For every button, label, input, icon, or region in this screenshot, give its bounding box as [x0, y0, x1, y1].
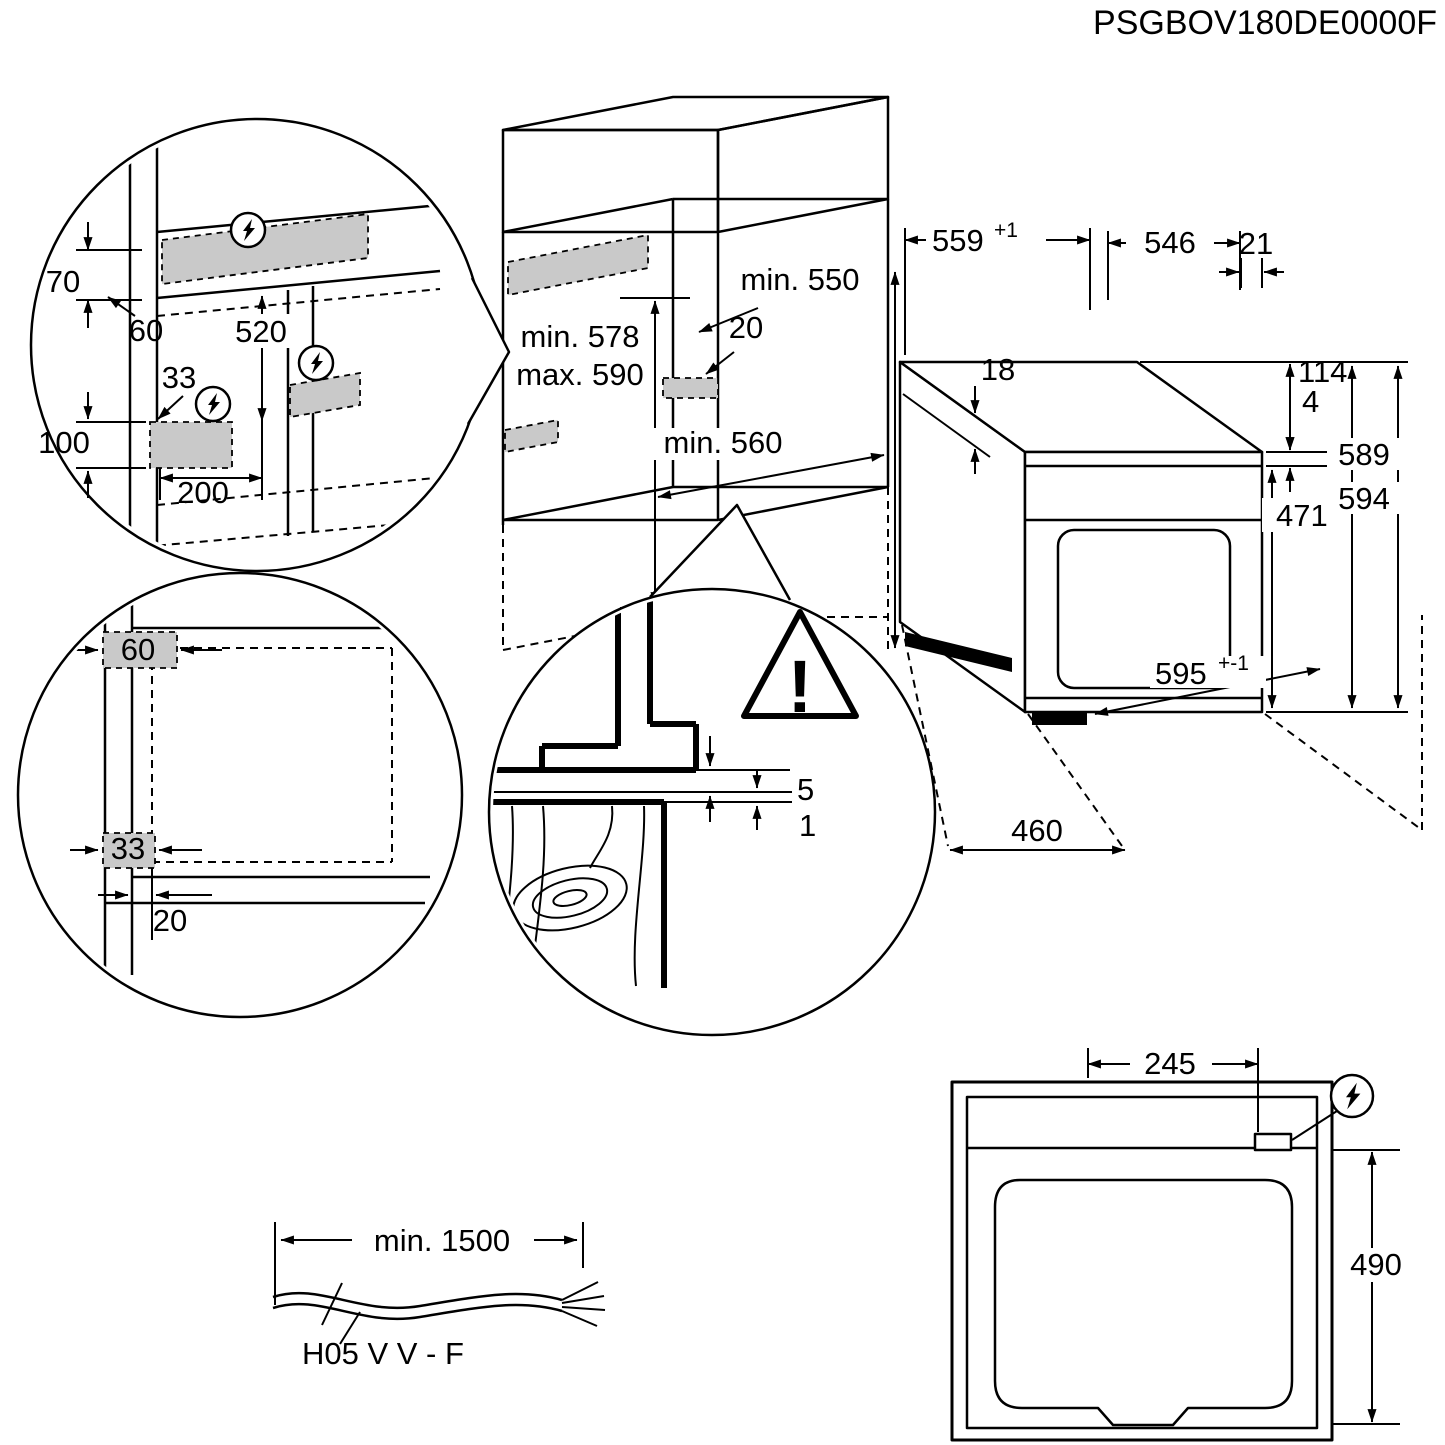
- front-gap-label: 21: [1239, 226, 1273, 261]
- power-connection-icon: [229, 211, 267, 249]
- plan-bottom-zone-label: 33: [111, 831, 145, 866]
- warning-mark: !: [788, 645, 813, 728]
- door-open-depth-label: 460: [1011, 813, 1063, 848]
- side-offset-label: 60: [129, 313, 163, 348]
- power-cable: min. 1500 H05 V V - F: [272, 1222, 606, 1371]
- plan-connection-zone-bottom: [102, 832, 156, 869]
- niche-height-dimension: min. 578 max. 590: [512, 297, 690, 609]
- niche-width-label: min. 560: [664, 425, 783, 460]
- top-thickness-label: 18: [981, 352, 1015, 387]
- niche-depth-label: min. 550: [741, 262, 860, 297]
- worktop-structure: [493, 593, 792, 988]
- connection-zone-upper: [507, 233, 649, 297]
- lower-side-dimension: 33: [157, 360, 196, 420]
- height-total-label: 594: [1338, 481, 1390, 516]
- door-height-label: 471: [1276, 498, 1328, 533]
- lower-height-dimension: 100: [38, 392, 146, 498]
- plan-connection-zone-top: [102, 631, 178, 669]
- door-open-depth-dimension: 460: [949, 813, 1126, 855]
- connection-zone-rear: [662, 377, 719, 399]
- cabinet-niche-isometric: min. 578 max. 590 min. 550 20 min. 560: [501, 95, 900, 655]
- plan-wall-gap-label: 20: [153, 903, 187, 938]
- height-520-label: 520: [235, 314, 287, 349]
- panel-gap-dimension: 4: [1285, 384, 1319, 492]
- connection-height-dimension: 490: [1332, 1149, 1416, 1425]
- height-520-dimension: 520: [227, 295, 297, 500]
- width-sup: +-1: [1218, 652, 1249, 675]
- niche-height-min-label: min. 578: [521, 319, 640, 354]
- lower-width-dimension: 200: [159, 468, 263, 510]
- power-connection-icon: [194, 385, 232, 423]
- front-door-window: [993, 1178, 1294, 1427]
- product-code: PSGBOV180DE0000F: [1093, 4, 1437, 42]
- cable-length-label: min. 1500: [374, 1223, 510, 1258]
- niche-depth-dimension: min. 550: [698, 262, 860, 333]
- lower-side-label: 33: [162, 360, 196, 395]
- niche-rear-gap-dimension: 20: [705, 310, 763, 375]
- detail-plan-view: 60 33 20: [16, 571, 464, 1019]
- depth-total-sup: +1: [994, 219, 1018, 242]
- top-offset-dimension: 70: [46, 222, 142, 328]
- side-offset-dimension: 60: [107, 296, 163, 348]
- top-thickness-dimension: 18: [902, 352, 1015, 474]
- gap-bottom-label: 1: [799, 808, 816, 843]
- top-offset-label: 70: [46, 264, 80, 299]
- height-label: 589: [1338, 437, 1390, 472]
- connection-box: [1253, 1132, 1293, 1152]
- connection-height-label: 490: [1350, 1247, 1402, 1282]
- detail-pointer: [466, 277, 511, 425]
- plan-structure: [70, 600, 430, 975]
- oven-front-view: 245 490: [950, 1046, 1416, 1442]
- detail-connection-zones: 70 60 33 100 520 2: [29, 117, 511, 573]
- connection-zone-lower: [504, 418, 559, 454]
- warning-icon: !: [741, 609, 859, 728]
- cable-type-label: H05 V V - F: [302, 1336, 464, 1371]
- front-gap-dimension: 21: [1219, 226, 1284, 288]
- connection-zone-upper-detail: [161, 212, 369, 286]
- detail-worktop-gap: ! 5 1: [487, 503, 937, 1037]
- connection-zone-lower-detail: [149, 421, 233, 469]
- panel-height-dimension: 114: [1285, 354, 1347, 451]
- width-dimension: 595 +-1: [1094, 652, 1321, 716]
- niche-width-dimension: min. 560: [645, 425, 885, 500]
- panel-height-label: 114: [1298, 354, 1347, 389]
- detail-connection-structure: [128, 124, 441, 549]
- depth-body-dimension: 546: [1107, 225, 1241, 300]
- niche-rear-gap-label: 20: [729, 310, 763, 345]
- lower-width-label: 200: [177, 475, 229, 510]
- plan-top-zone-label: 60: [121, 632, 155, 667]
- oven-isometric: 18 559 +1 546 21: [898, 219, 1423, 855]
- detail-pointer: [649, 503, 792, 601]
- depth-body-label: 546: [1144, 225, 1196, 260]
- panel-gap-label: 4: [1302, 384, 1319, 419]
- gap-top-label: 5: [797, 772, 814, 807]
- connection-offset-dimension: 245: [1087, 1046, 1259, 1132]
- power-connection-icon: [1291, 1073, 1375, 1141]
- lower-height-label: 100: [38, 425, 90, 460]
- width-label: 595: [1155, 656, 1207, 691]
- oven-foot: [1032, 712, 1087, 725]
- power-connection-icon: [297, 344, 335, 382]
- depth-total-label: 559: [932, 223, 984, 258]
- niche-height-max-label: max. 590: [516, 357, 644, 392]
- connection-zone-rear-detail: [289, 371, 361, 419]
- cable-stripped-end: [561, 1281, 606, 1327]
- depth-total-dimension: 559 +1: [904, 219, 1091, 355]
- height-dimension: 589 594: [1327, 365, 1403, 709]
- connection-offset-label: 245: [1144, 1046, 1196, 1081]
